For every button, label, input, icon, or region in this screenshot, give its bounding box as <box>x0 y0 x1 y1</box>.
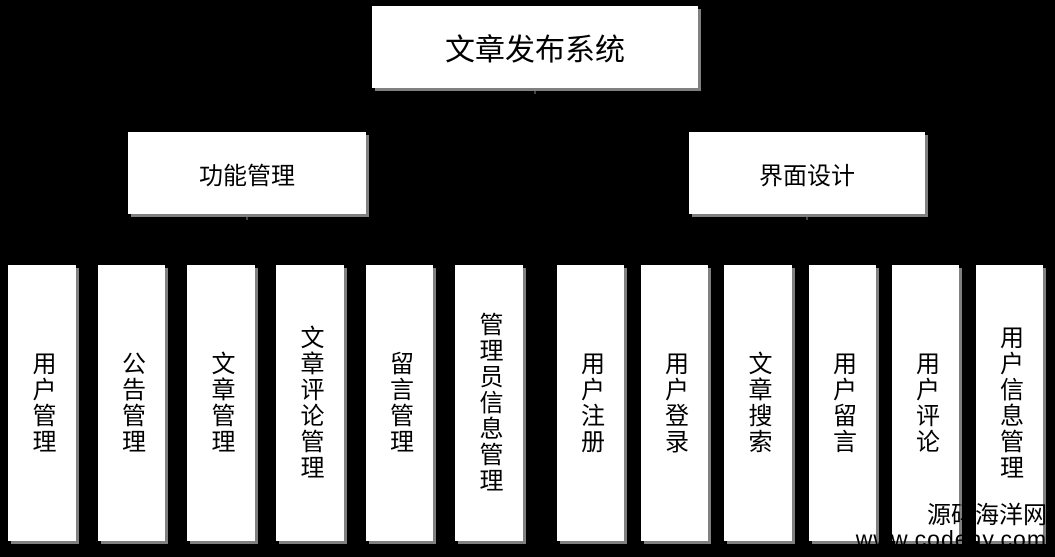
leaf-node-label: 用户管理 <box>28 351 56 455</box>
leaf-node-label: 文章评论管理 <box>296 325 324 481</box>
leaf-node-user-message: 用户留言 <box>809 265 876 541</box>
leaf-node-user-register: 用户注册 <box>557 265 624 541</box>
group-node-label: 界面设计 <box>759 161 855 190</box>
group-node-functions: 功能管理 <box>128 132 366 214</box>
leaf-node-user-info-management: 用户信息管理 <box>976 265 1043 541</box>
leaf-node-label: 文章搜索 <box>744 351 772 455</box>
leaf-node-label: 管理员信息管理 <box>475 312 503 494</box>
leaf-node-user-comment: 用户评论 <box>892 265 959 541</box>
leaf-node-message-management: 留言管理 <box>366 265 433 541</box>
watermark: 源码海洋网 www.codehy.com <box>856 504 1047 551</box>
root-connector <box>534 88 536 94</box>
leaf-node-article-comment-management: 文章评论管理 <box>276 265 344 541</box>
leaf-node-label: 用户评论 <box>911 351 940 455</box>
watermark-site-name: 源码海洋网 <box>927 502 1047 529</box>
leaf-node-label: 用户注册 <box>576 351 605 455</box>
leaf-node-label: 用户信息管理 <box>995 325 1024 481</box>
leaf-node-notice-management: 公告管理 <box>98 265 165 541</box>
group-connector-ui <box>806 214 808 220</box>
group-connector-functions <box>246 214 248 220</box>
leaf-node-user-management: 用户管理 <box>8 265 76 541</box>
leaf-node-label: 留言管理 <box>385 351 414 455</box>
leaf-node-user-login: 用户登录 <box>641 265 708 541</box>
leaf-node-article-management: 文章管理 <box>187 265 255 541</box>
root-node-label: 文章发布系统 <box>445 33 625 68</box>
root-node: 文章发布系统 <box>372 6 698 88</box>
group-node-ui: 界面设计 <box>689 132 925 214</box>
watermark-url: www.codehy.com <box>855 526 1047 552</box>
leaf-node-article-search: 文章搜索 <box>724 265 792 541</box>
group-node-label: 功能管理 <box>199 161 295 190</box>
leaf-node-label: 用户留言 <box>828 351 857 455</box>
leaf-node-label: 公告管理 <box>117 351 146 455</box>
leaf-node-label: 文章管理 <box>207 351 235 455</box>
leaf-node-admin-info-management: 管理员信息管理 <box>455 265 523 541</box>
leaf-node-label: 用户登录 <box>660 351 689 455</box>
